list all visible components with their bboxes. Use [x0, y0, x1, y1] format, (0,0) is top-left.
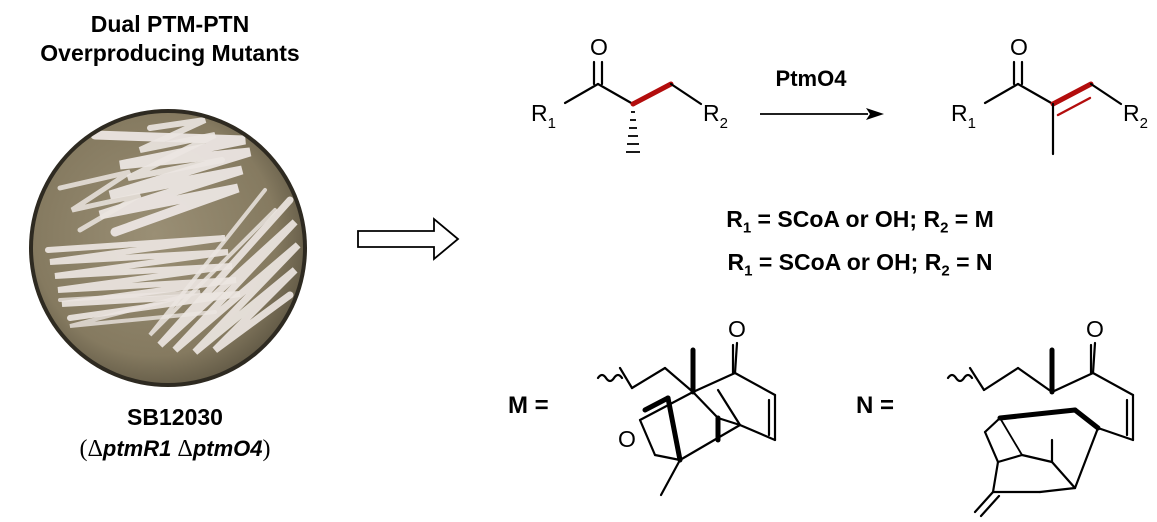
- highlighted-bond: [630, 81, 674, 107]
- n-attachment-wavy: [946, 373, 974, 383]
- substrate-structure: [563, 60, 703, 107]
- new-double-bond: [1050, 81, 1094, 107]
- new-double-bond-inner: [1056, 96, 1092, 117]
- enzyme-label: PtmO4: [776, 66, 848, 91]
- strain-name: SB12030: [127, 404, 223, 430]
- product-r2: R2: [1123, 100, 1148, 132]
- bacterial-streaks: [45, 117, 301, 355]
- strain-genotype: (ΔptmR1 ΔptmO4): [79, 436, 271, 462]
- substrate-r1: R1: [531, 100, 556, 132]
- m-attachment-wavy: [596, 373, 624, 383]
- condition-line-2: R1 = SCoA or OH; R2 = N: [727, 249, 993, 280]
- reaction-arrow-head: [866, 108, 884, 120]
- figure-title: Dual PTM-PTN Overproducing Mutants: [0, 10, 340, 68]
- n-ketone-oxygen: O: [1086, 316, 1104, 342]
- title-line-1: Dual PTM-PTN: [90, 11, 250, 37]
- structure-m: [596, 341, 777, 497]
- product-structure: [983, 60, 1123, 156]
- n-label: N =: [856, 392, 894, 419]
- m-label: M =: [508, 392, 549, 419]
- petri-dish-image: [29, 109, 307, 387]
- m-ether-oxygen: O: [618, 426, 636, 452]
- product-r1: R1: [951, 100, 976, 132]
- substrate-r2: R2: [703, 100, 728, 132]
- hashed-wedge-methyl: [626, 111, 640, 153]
- m-ketone-oxygen: O: [728, 316, 746, 342]
- substrate-oxygen: O: [590, 34, 608, 60]
- condition-line-1: R1 = SCoA or OH; R2 = M: [726, 206, 994, 237]
- title-line-2: Overproducing Mutants: [40, 40, 300, 66]
- product-oxygen: O: [1010, 34, 1028, 60]
- hollow-arrow: [357, 217, 460, 261]
- structure-n: [946, 341, 1135, 518]
